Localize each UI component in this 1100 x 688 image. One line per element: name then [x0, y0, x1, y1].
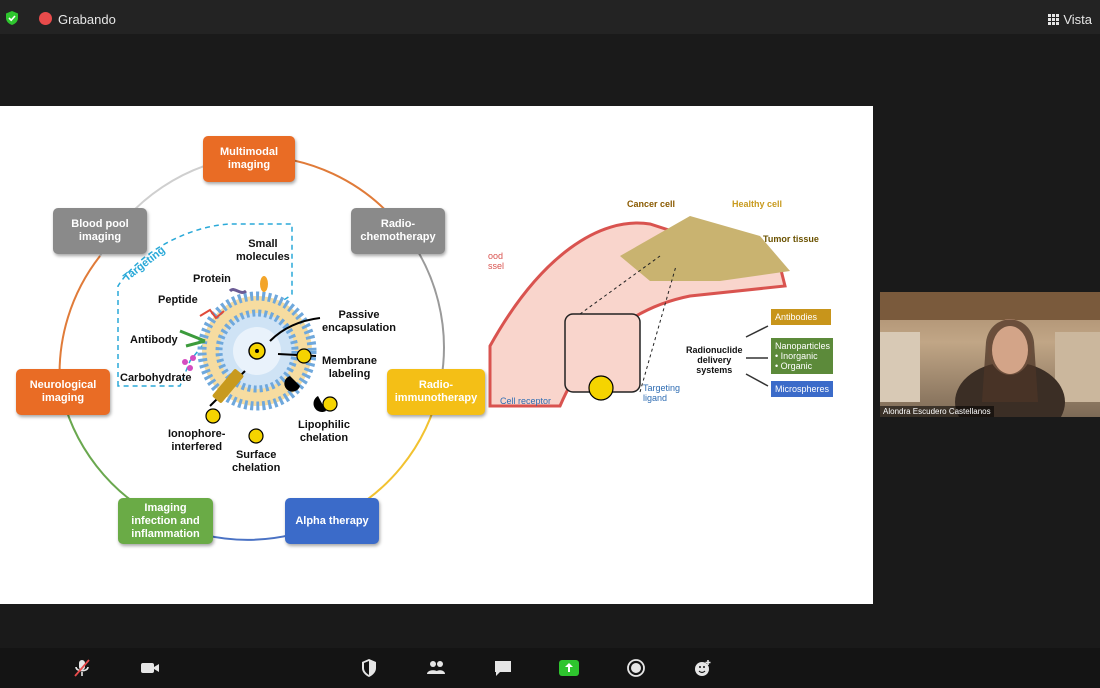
- small-molecules-label: Small molecules: [236, 238, 290, 263]
- healthy-cell-label: Healthy cell: [732, 199, 783, 209]
- neurological-imaging-box: Neurological imaging: [16, 369, 110, 415]
- recording-dot-icon: [39, 12, 52, 25]
- bottom-toolbar: [0, 648, 1100, 688]
- multimodal-imaging-box: Multimodal imaging: [203, 136, 295, 182]
- view-button[interactable]: Vista: [1048, 11, 1092, 27]
- radionuclide-delivery-label: Radionuclide delivery systems: [686, 345, 743, 375]
- peptide-label: Peptide: [158, 294, 198, 306]
- shared-screen-slide: Multimodal imaging Radio- chemotherapy B…: [0, 106, 873, 604]
- share-screen-icon[interactable]: [559, 658, 579, 678]
- encryption-shield-icon[interactable]: [5, 11, 19, 25]
- reactions-icon[interactable]: [693, 658, 713, 678]
- grid-view-icon: [1048, 13, 1060, 25]
- carbohydrate-label: Carbohydrate: [120, 372, 192, 384]
- chat-icon[interactable]: [493, 658, 513, 678]
- antibody-label: Antibody: [130, 334, 178, 346]
- record-icon[interactable]: [626, 658, 646, 678]
- passive-encapsulation-label: Passive encapsulation: [322, 309, 396, 334]
- imaging-infection-box: Imaging infection and inflammation: [118, 498, 213, 544]
- participants-icon[interactable]: [426, 658, 446, 678]
- radio-chemotherapy-box: Radio- chemotherapy: [351, 208, 445, 254]
- security-icon[interactable]: [359, 658, 379, 678]
- mic-muted-icon[interactable]: [72, 658, 92, 678]
- top-bar: Grabando Vista: [0, 0, 1100, 34]
- participant-video-tile[interactable]: Alondra Escudero Castellanos: [880, 292, 1100, 417]
- view-label: Vista: [1063, 11, 1092, 27]
- protein-label: Protein: [193, 273, 231, 285]
- video-icon[interactable]: [140, 658, 160, 678]
- radio-immunotherapy-box: Radio- immunotherapy: [387, 369, 485, 415]
- slide-figure: [58, 154, 790, 541]
- participant-video-frame: [880, 292, 1100, 417]
- targeting-ligand-label: Targeting ligand: [643, 383, 681, 403]
- alpha-therapy-box: Alpha therapy: [285, 498, 379, 544]
- membrane-labeling-label: Membrane labeling: [322, 355, 378, 380]
- nanoparticles-box: Nanoparticles • Inorganic • Organic: [771, 338, 833, 374]
- cell-receptor-label: Cell receptor: [500, 396, 552, 406]
- recording-label: Grabando: [58, 12, 116, 27]
- participant-name: Alondra Escudero Castellanos: [880, 406, 994, 417]
- microspheres-box: Microspheres: [771, 381, 833, 397]
- surface-chelation-label: Surface chelation: [232, 449, 281, 474]
- ionophore-interfered-label: Ionophore- interfered: [168, 428, 226, 453]
- lipophilic-chelation-label: Lipophilic chelation: [298, 419, 350, 444]
- cancer-cell-label: Cancer cell: [627, 199, 676, 209]
- blood-pool-imaging-box: Blood pool imaging: [53, 208, 147, 254]
- blood-vessel-label: ood ssel: [488, 251, 505, 271]
- tumor-tissue-label: Tumor tissue: [763, 234, 819, 244]
- antibodies-box: Antibodies: [771, 309, 831, 325]
